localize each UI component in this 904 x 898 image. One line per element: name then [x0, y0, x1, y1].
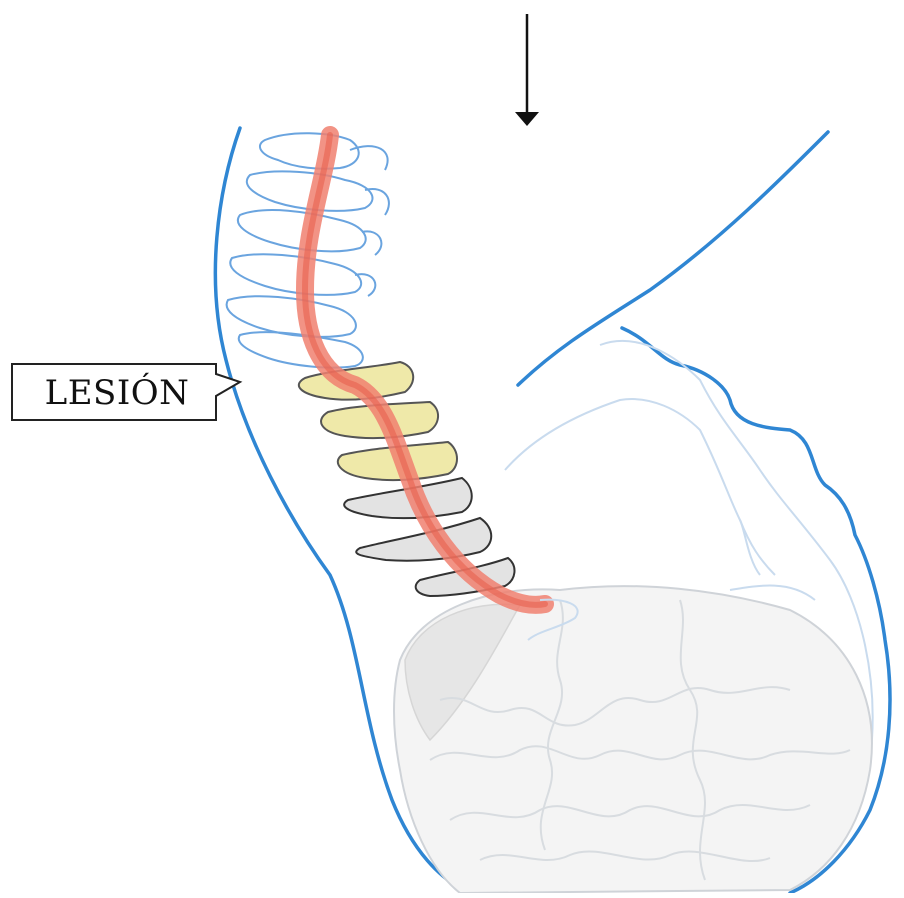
nose-contour: [730, 520, 815, 600]
jaw-contour: [505, 399, 775, 575]
chest-outline: [518, 132, 828, 385]
upper-vertebra: [227, 296, 356, 337]
brain: [394, 586, 872, 893]
lesion-label: LESIÓN: [22, 368, 212, 418]
upper-vertebra: [230, 254, 361, 295]
upper-vertebra: [239, 332, 363, 367]
downward-arrow-icon: [515, 14, 539, 126]
upper-vertebra: [260, 133, 359, 168]
